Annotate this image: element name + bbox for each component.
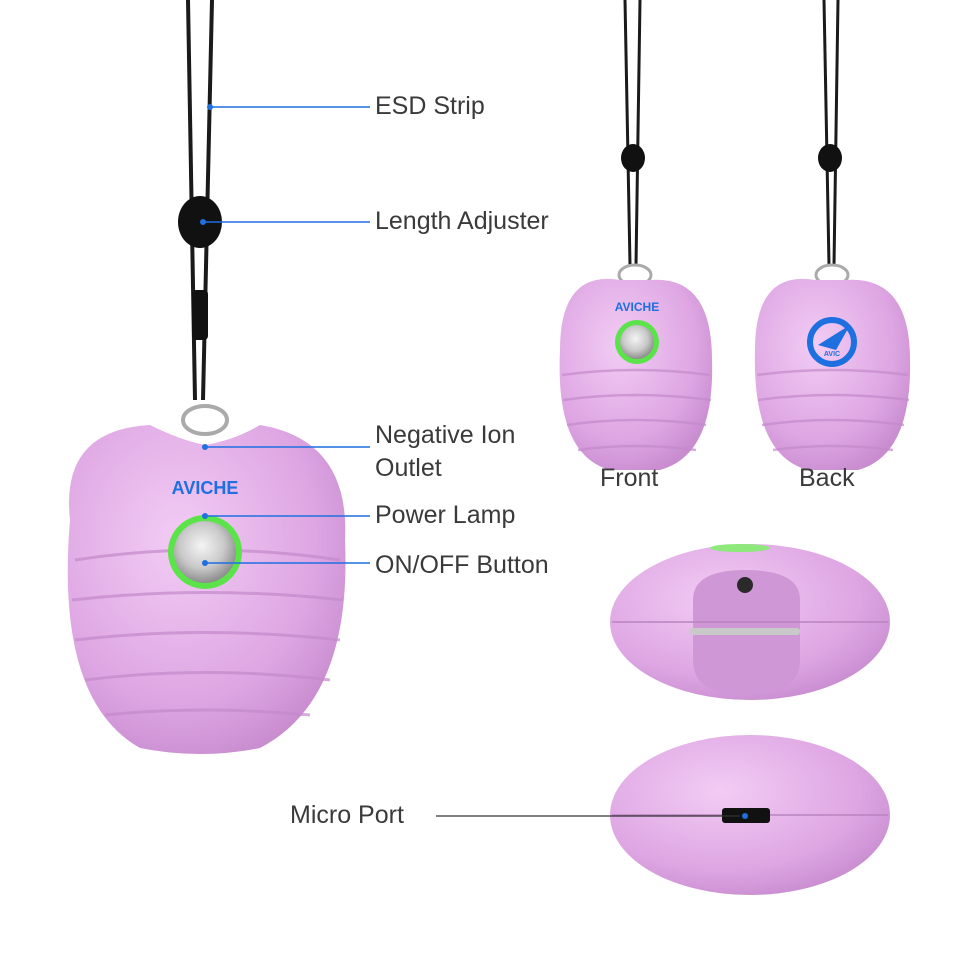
main-pendant: AVICHE bbox=[67, 0, 346, 754]
top-view-pendant bbox=[610, 544, 890, 700]
label-negative-ion-line1: Negative Ion bbox=[375, 421, 516, 449]
callout-lines bbox=[203, 106, 370, 564]
front-view-pendant: AVICHE bbox=[559, 0, 713, 470]
svg-text:AVIC: AVIC bbox=[824, 351, 840, 358]
label-back-view: Back bbox=[799, 464, 855, 492]
label-on-off-button: ON/OFF Button bbox=[375, 551, 549, 579]
label-front-view: Front bbox=[600, 464, 659, 492]
bottom-view-pendant bbox=[610, 735, 890, 895]
front-logo: AVICHE bbox=[615, 300, 659, 314]
pendant-body bbox=[67, 425, 346, 754]
brand-logo: AVICHE bbox=[172, 478, 239, 498]
avic-logo bbox=[807, 317, 857, 367]
label-length-adjuster: Length Adjuster bbox=[375, 207, 549, 235]
label-power-lamp: Power Lamp bbox=[375, 501, 516, 529]
on-off-button bbox=[174, 521, 236, 583]
label-esd-strip: ESD Strip bbox=[375, 92, 485, 120]
label-negative-ion-line2: Outlet bbox=[375, 454, 442, 482]
label-micro-port: Micro Port bbox=[290, 801, 404, 829]
ring bbox=[181, 404, 229, 436]
back-view-pendant: AVIC bbox=[754, 0, 911, 470]
